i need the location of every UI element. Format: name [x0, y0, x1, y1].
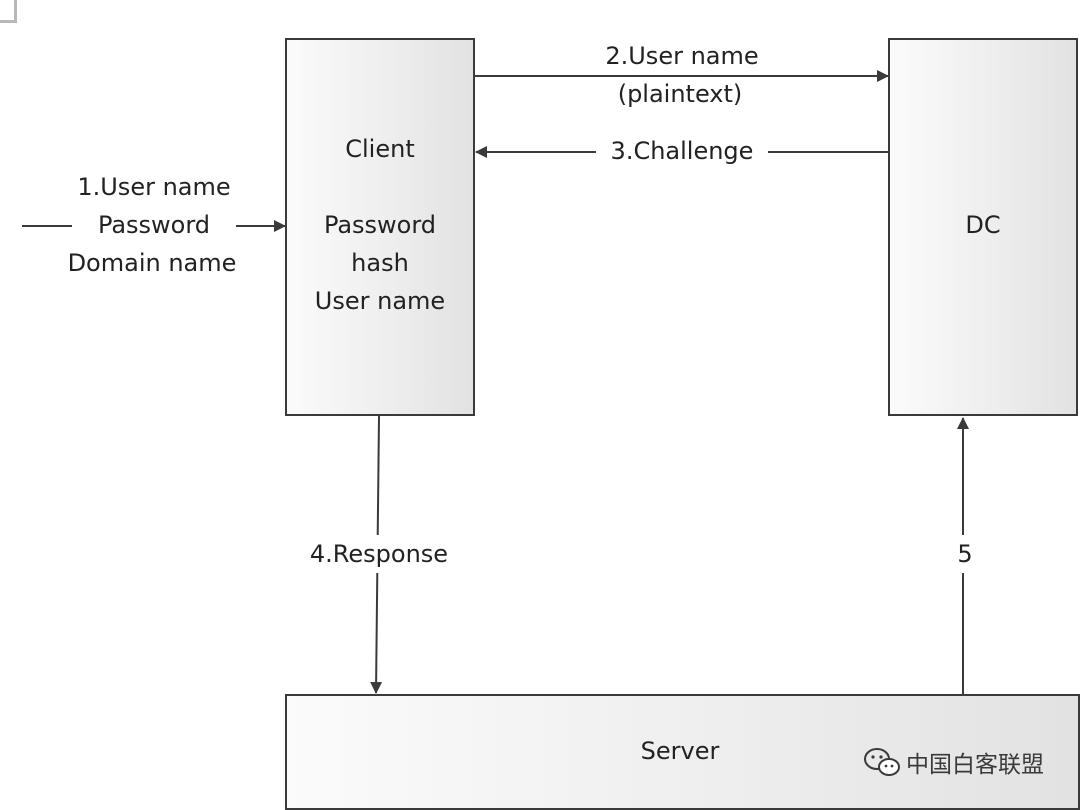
step2-username-label: 2.User name: [590, 37, 774, 75]
watermark: 中国白客联盟: [862, 745, 1044, 779]
step1-username-label: 1.User name: [77, 173, 231, 201]
dc-node: [888, 38, 1078, 416]
client-password-label: Password: [323, 211, 437, 239]
watermark-text: 中国白客联盟: [906, 752, 1044, 778]
step5-label: 5: [948, 535, 982, 573]
client-username-label: User name: [314, 287, 446, 315]
step3-challenge-label: 3.Challenge: [596, 132, 768, 170]
frame-corner: [0, 0, 17, 23]
client-title: Client: [345, 135, 415, 163]
step1-password-label: Password: [72, 206, 236, 244]
step1-domain-label: Domain name: [67, 249, 237, 277]
server-node: [285, 694, 1080, 810]
client-node: [285, 38, 475, 416]
wechat-icon: [864, 748, 900, 776]
step2-plaintext-label: (plaintext): [617, 80, 743, 108]
dc-title: DC: [965, 211, 1001, 239]
client-hash-label: hash: [351, 249, 409, 277]
server-title: Server: [640, 737, 720, 765]
step4-response-label: 4.Response: [296, 535, 462, 573]
